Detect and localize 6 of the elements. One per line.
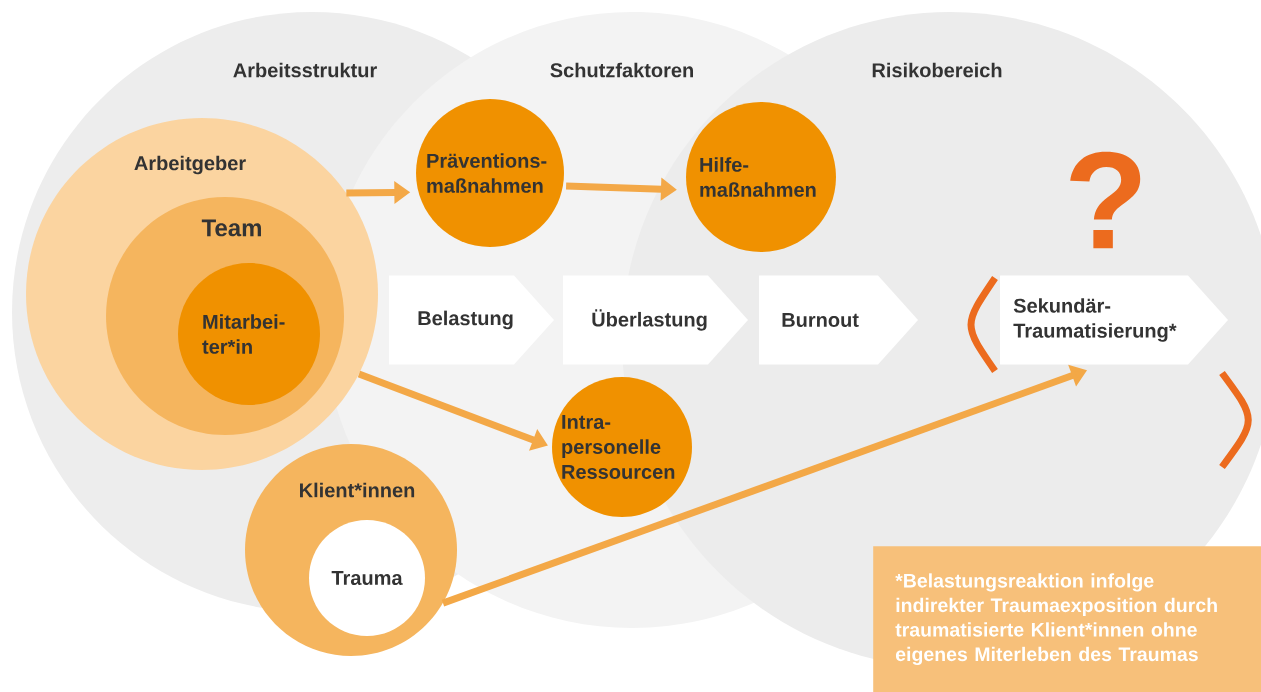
chevron-box: Belastung — [389, 275, 554, 365]
chevron-box: Überlastung — [563, 275, 748, 365]
chevron-box: Sekundär- Traumatisierung* — [1000, 275, 1228, 365]
question-mark: ? — [1070, 151, 1141, 249]
chevron-box: Burnout — [759, 275, 918, 365]
note-box: *Belastungsreaktion infolge indirekter Traumaexposition durch traumatisierte Klient*innen ohne eigenes Miterleben des Traumas — [873, 546, 1261, 692]
